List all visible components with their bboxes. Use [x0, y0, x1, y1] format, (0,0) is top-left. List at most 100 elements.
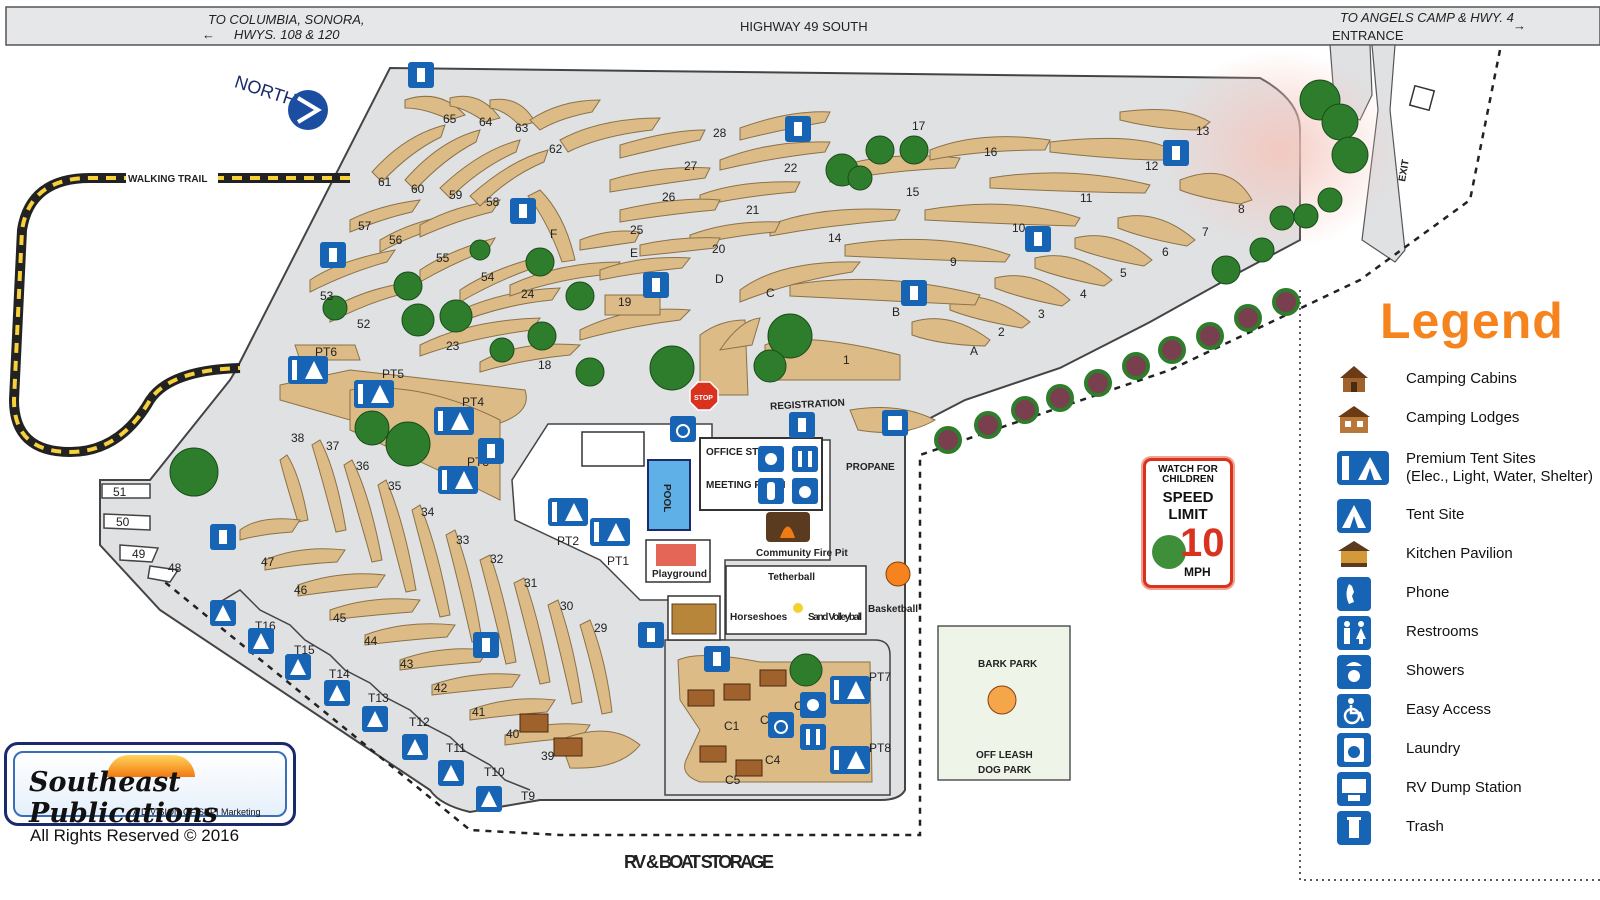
legend-label: Showers	[1406, 662, 1464, 680]
site-label-36: 36	[356, 459, 370, 473]
legend-label-main: Camping Cabins	[1406, 370, 1517, 387]
site-label-6: 6	[1162, 245, 1169, 259]
tent-icon	[438, 760, 464, 786]
dog-icon	[987, 685, 1017, 715]
site-label-20: 20	[712, 242, 726, 256]
site-label-17: 17	[912, 119, 926, 133]
site-label-3: 3	[1038, 307, 1045, 321]
legend-item-rv-dump: RV Dump Station	[1328, 771, 1598, 807]
site-label-27: 27	[684, 159, 698, 173]
legend-label: Trash	[1406, 818, 1444, 836]
stop-sign-icon	[689, 381, 719, 411]
bark-park	[937, 625, 1071, 781]
rv-stalls	[101, 483, 180, 583]
site-label-t10: T10	[484, 765, 505, 779]
restroom-icon	[800, 724, 826, 750]
site-label-12: 12	[1145, 159, 1159, 173]
north-arrow-head	[296, 96, 322, 124]
highway-name: HIGHWAY 49 SOUTH	[740, 19, 868, 34]
phone-icon	[1336, 576, 1372, 612]
site-label-t9: T9	[521, 789, 535, 803]
legend-item-cabin: Camping Cabins	[1328, 362, 1598, 398]
site-label-46: 46	[294, 583, 308, 597]
restroom-icon	[1336, 615, 1372, 651]
dog-park-label: DOG PARK	[978, 765, 1032, 776]
premium-tent-icon	[438, 466, 478, 494]
tent-icon	[362, 706, 388, 732]
row-label-e: E	[630, 246, 638, 260]
tent-icon	[1336, 498, 1372, 534]
legend-label-main: Kitchen Pavilion	[1406, 545, 1513, 562]
flowering-shrubs	[934, 288, 1300, 454]
site-label-30: 30	[560, 599, 574, 613]
laundry-icon	[792, 478, 818, 504]
legend-item-trash: Trash	[1328, 810, 1598, 846]
playground-label: Playground	[652, 569, 707, 580]
site-label-22: 22	[784, 161, 798, 175]
premium-tent-icon	[830, 676, 870, 704]
premium-tent-icon	[1336, 450, 1389, 486]
site-label-59: 59	[449, 188, 463, 202]
legend-item-lodge: Camping Lodges	[1328, 401, 1598, 437]
arrow-left-icon: ←	[202, 27, 215, 42]
legend-label-main: Laundry	[1406, 740, 1461, 757]
site-label-pt5: PT5	[382, 367, 404, 381]
site-label-34: 34	[421, 505, 435, 519]
site-label-45: 45	[333, 611, 347, 625]
legend-label: Premium Tent Sites(Elec., Light, Water, …	[1406, 450, 1593, 486]
premium-tent-icon	[354, 380, 394, 408]
trash-icon	[638, 622, 664, 648]
tent-icon	[476, 786, 502, 812]
shower-icon	[1336, 654, 1372, 690]
legend-label-main: Tent Site	[1406, 506, 1465, 523]
stop-sign-label: STOP	[694, 395, 713, 402]
site-label-18: 18	[538, 358, 552, 372]
site-label-pt1: PT1	[607, 554, 629, 568]
arrow-right-icon: →	[1513, 18, 1526, 33]
site-label-55: 55	[436, 251, 450, 265]
site-label-39: 39	[541, 749, 555, 763]
site-label-t11: T11	[446, 741, 466, 755]
site-label-41: 41	[472, 705, 486, 719]
site-label-60: 60	[411, 182, 425, 196]
highway-right-destination: TO ANGELS CAMP & HWY. 4	[1340, 10, 1514, 25]
site-label-26: 26	[662, 190, 676, 204]
basketball-icon	[885, 561, 911, 587]
sand-volleyball-label: Sand Volleyball	[808, 612, 862, 623]
legend-item-pavilion: Kitchen Pavilion	[1328, 537, 1598, 573]
site-label-10: 10	[1012, 221, 1026, 235]
speed-sign-value: 10	[1180, 521, 1225, 565]
publisher-name: Southeast Publications	[29, 767, 218, 829]
trash-icon	[1336, 810, 1372, 846]
legend-item-premium-tent: Premium Tent Sites(Elec., Light, Water, …	[1328, 450, 1598, 486]
legend-label: RV Dump Station	[1406, 779, 1522, 797]
premium-tent-icon	[590, 518, 630, 546]
site-label-23: 23	[446, 339, 460, 353]
tetherball-icon	[793, 603, 803, 613]
trash-icon	[785, 116, 811, 142]
entrance-label: ENTRANCE	[1332, 28, 1404, 43]
laundry-icon	[1336, 732, 1372, 768]
site-label-11: 11	[1080, 191, 1093, 205]
speed-sign-line1: WATCH FOR	[1158, 464, 1218, 475]
site-label-21: 21	[746, 203, 760, 217]
site-label-64: 64	[479, 115, 493, 129]
premium-tent-icon	[548, 498, 588, 526]
site-label-43: 43	[400, 657, 414, 671]
site-label-38: 38	[291, 431, 305, 445]
wheelchair-icon	[1336, 693, 1372, 729]
legend-label-main: Easy Access	[1406, 701, 1492, 718]
legend-item-wheelchair: Easy Access	[1328, 693, 1598, 729]
legend-label-main: Trash	[1406, 818, 1444, 835]
site-label-48: 48	[168, 561, 182, 575]
site-label-13: 13	[1196, 124, 1210, 138]
restroom-icon	[792, 446, 818, 472]
fire-flame	[780, 526, 795, 538]
cabin-icon	[1336, 362, 1372, 398]
shower-icon	[800, 692, 826, 718]
legend-boundary	[1299, 290, 1600, 881]
kitchen-pavilion-icon	[671, 603, 717, 635]
copyright: All Rights Reserved © 2016	[30, 826, 240, 845]
